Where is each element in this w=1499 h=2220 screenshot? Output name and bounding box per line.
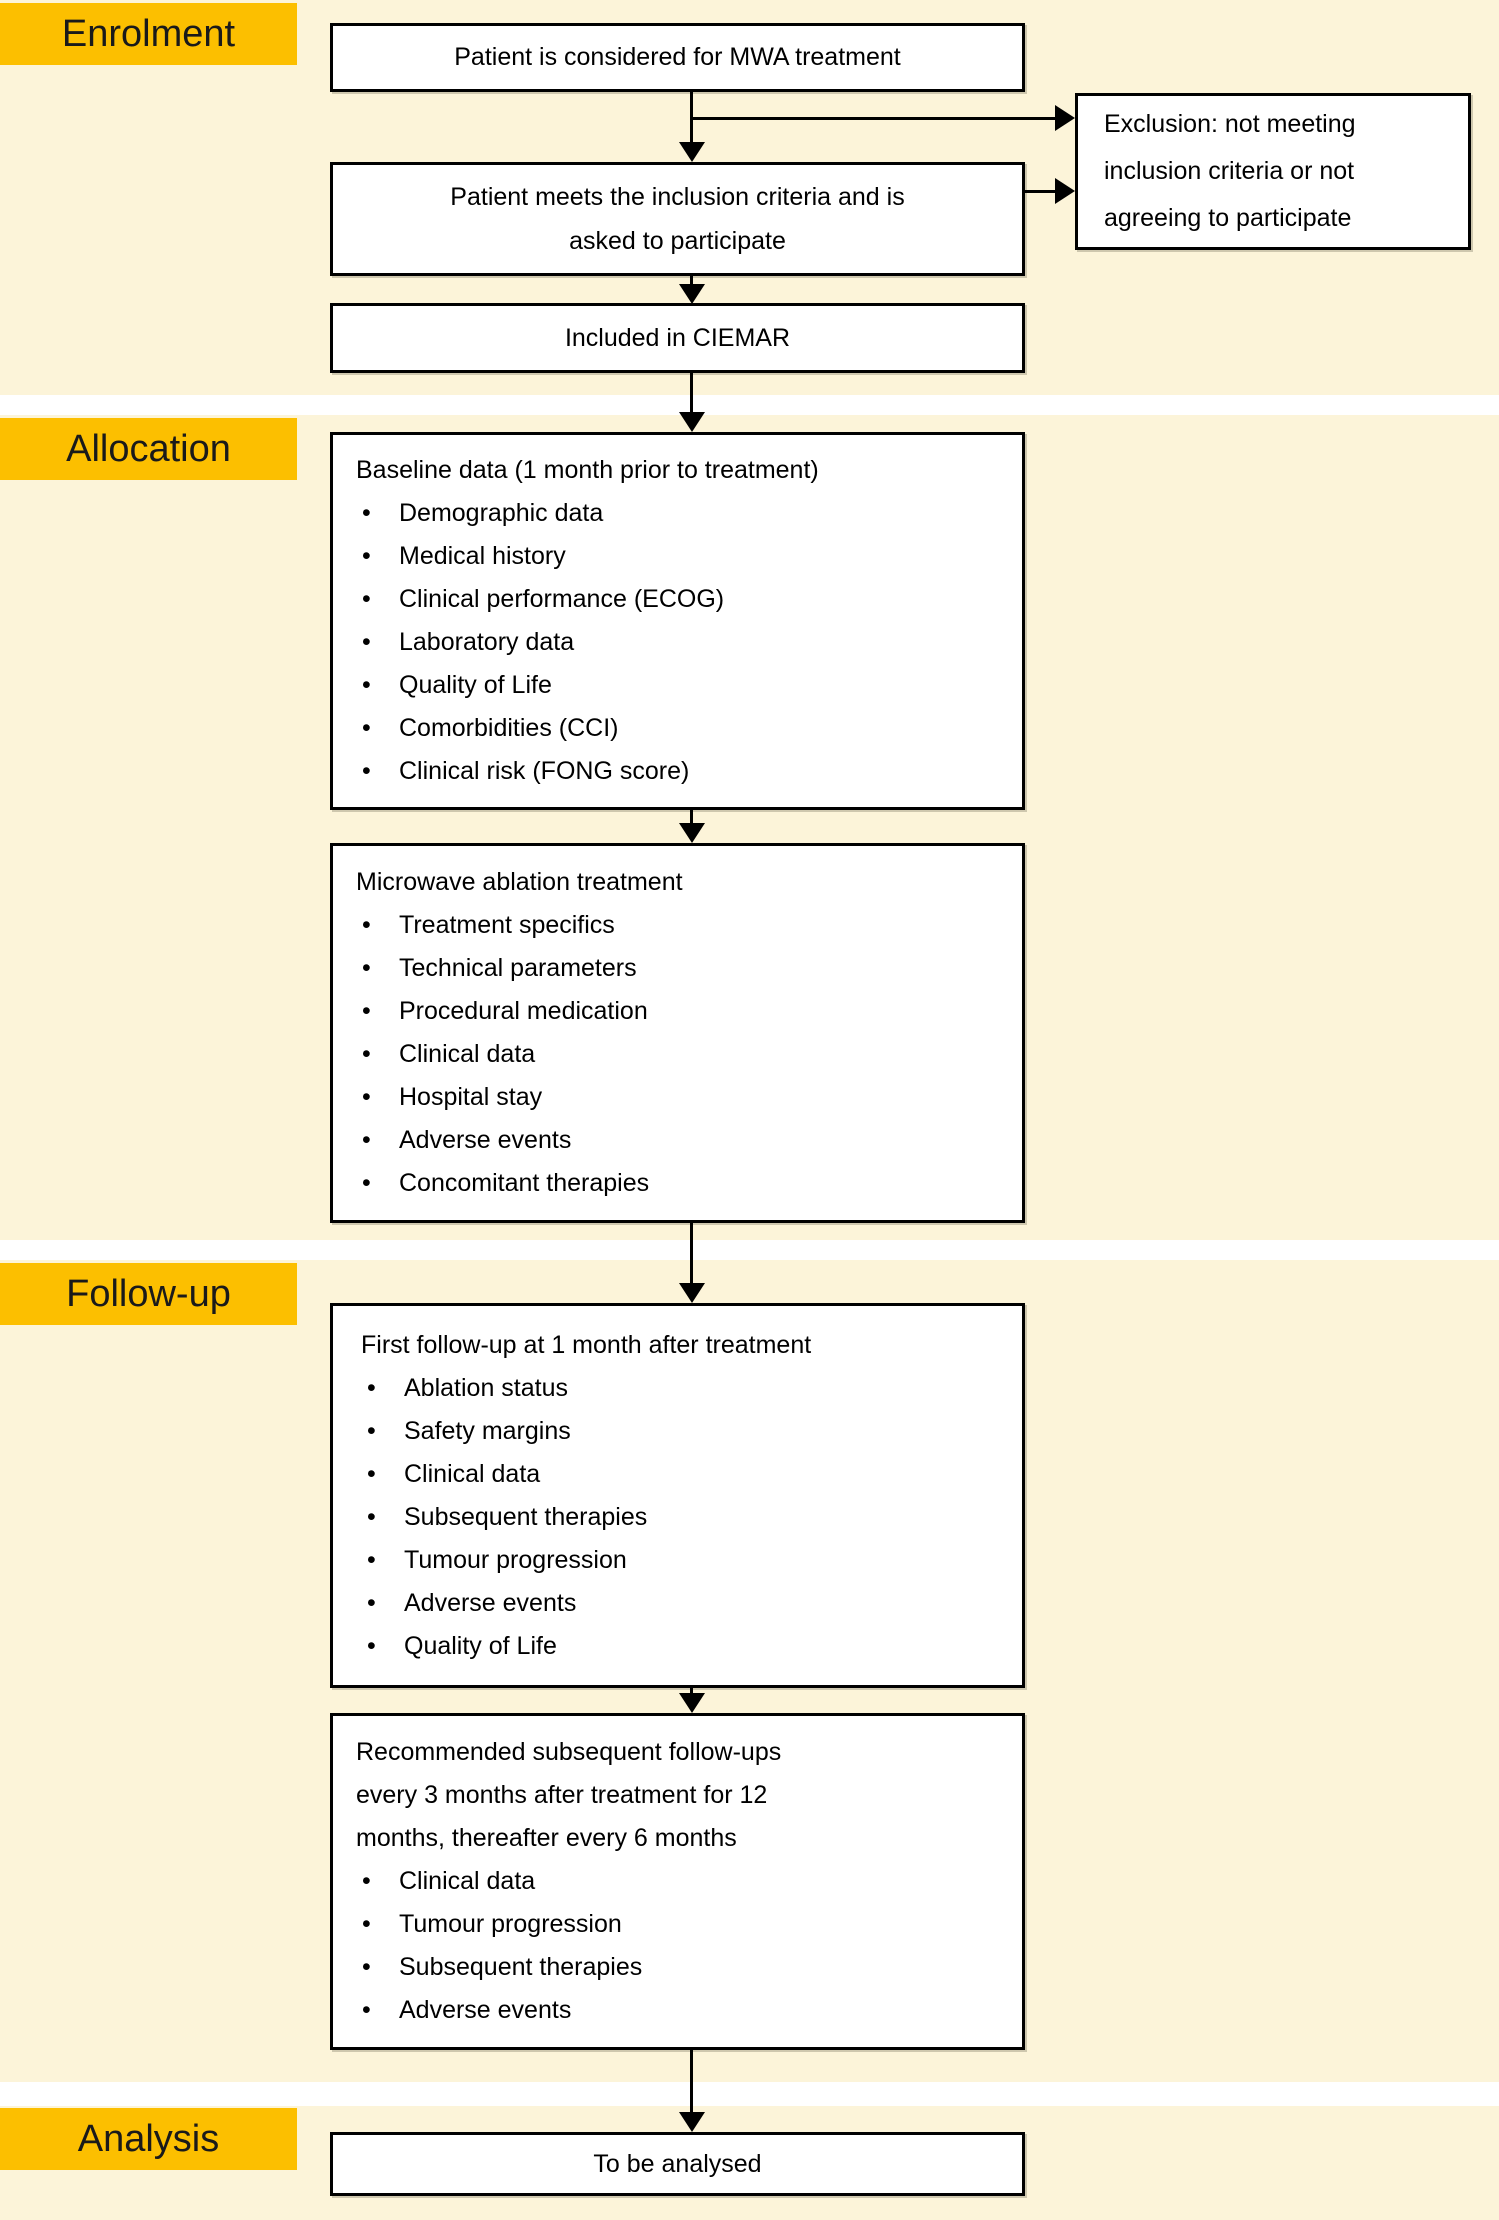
section-label-allocation: Allocation xyxy=(0,418,297,480)
section-label-analysis: Analysis xyxy=(0,2108,297,2170)
bullet-item: Procedural medication xyxy=(362,990,1004,1033)
bullet-item: Ablation status xyxy=(367,1367,1004,1410)
arrow-followup-to-subsequent-head xyxy=(679,1693,705,1713)
arrow-inclusion-to-exclusion-head xyxy=(1055,178,1075,204)
section-label-enrolment: Enrolment xyxy=(0,3,297,65)
bullet-item: Demographic data xyxy=(362,492,1004,535)
bullet-item: Treatment specifics xyxy=(362,904,1004,947)
arrow-followup-to-subsequent-line xyxy=(690,1688,693,1696)
box-patient-considered: Patient is considered for MWA treatment xyxy=(330,23,1025,92)
bullet-item: Quality of Life xyxy=(367,1625,1004,1668)
arrow-inclusion-to-included-head xyxy=(679,284,705,304)
bullet-item: Subsequent therapies xyxy=(367,1496,1004,1539)
box-subsequent-followups: Recommended subsequent follow-ups every … xyxy=(330,1713,1025,2050)
arrow-treatment-to-followup-line xyxy=(690,1223,693,1285)
bullet-item: Comorbidities (CCI) xyxy=(362,707,1004,750)
bullet-item: Clinical performance (ECOG) xyxy=(362,578,1004,621)
box-included-ciemar: Included in CIEMAR xyxy=(330,303,1025,373)
bullet-item: Adverse events xyxy=(362,1989,1004,2032)
arrow-included-to-baseline-head xyxy=(679,412,705,432)
bullet-item: Safety margins xyxy=(367,1410,1004,1453)
arrow-subsequent-to-analysis-head xyxy=(679,2112,705,2132)
bullet-item: Adverse events xyxy=(362,1119,1004,1162)
bullet-item: Clinical data xyxy=(367,1453,1004,1496)
bullet-item: Concomitant therapies xyxy=(362,1162,1004,1205)
box-exclusion: Exclusion: not meeting inclusion criteri… xyxy=(1075,93,1471,250)
arrow-inclusion-to-exclusion-line xyxy=(1025,190,1057,193)
bullet-item: Adverse events xyxy=(367,1582,1004,1625)
bullet-item: Medical history xyxy=(362,535,1004,578)
bullet-item: Technical parameters xyxy=(362,947,1004,990)
bullet-list: Clinical data Tumour progression Subsequ… xyxy=(356,1860,1004,2032)
bullet-item: Tumour progression xyxy=(362,1903,1004,1946)
box-title: Microwave ablation treatment xyxy=(356,868,683,896)
arrow-treatment-to-followup-head xyxy=(679,1283,705,1303)
arrow-branch-to-exclusion-head xyxy=(1055,105,1075,131)
box-title: Baseline data (1 month prior to treatmen… xyxy=(356,456,819,484)
bullet-item: Clinical data xyxy=(362,1033,1004,1076)
box-to-be-analysed: To be analysed xyxy=(330,2132,1025,2196)
bullet-item: Subsequent therapies xyxy=(362,1946,1004,1989)
bullet-list: Ablation status Safety margins Clinical … xyxy=(361,1367,1004,1668)
arrow-considered-to-inclusion-line xyxy=(690,92,693,144)
arrow-included-to-baseline-line xyxy=(690,373,693,414)
arrow-considered-to-inclusion-head xyxy=(679,142,705,162)
section-label-followup: Follow-up xyxy=(0,1263,297,1325)
bullet-list: Demographic data Medical history Clinica… xyxy=(356,492,1004,793)
bullet-item: Hospital stay xyxy=(362,1076,1004,1119)
bullet-item: Laboratory data xyxy=(362,621,1004,664)
box-title: First follow-up at 1 month after treatme… xyxy=(361,1330,812,1359)
bullet-item: Clinical risk (FONG score) xyxy=(362,750,1004,793)
arrow-branch-to-exclusion-line xyxy=(692,117,1057,120)
box-inclusion-criteria: Patient meets the inclusion criteria and… xyxy=(330,162,1025,276)
bullet-item: Quality of Life xyxy=(362,664,1004,707)
bullet-item: Clinical data xyxy=(362,1860,1004,1903)
box-baseline-data: Baseline data (1 month prior to treatmen… xyxy=(330,432,1025,810)
arrow-subsequent-to-analysis-line xyxy=(690,2050,693,2114)
arrow-baseline-to-treatment-head xyxy=(679,823,705,843)
box-first-followup: First follow-up at 1 month after treatme… xyxy=(330,1303,1025,1688)
box-title: Recommended subsequent follow-ups every … xyxy=(356,1738,782,1852)
bullet-item: Tumour progression xyxy=(367,1539,1004,1582)
arrow-baseline-to-treatment-line xyxy=(690,810,693,825)
box-mwa-treatment: Microwave ablation treatment Treatment s… xyxy=(330,843,1025,1223)
arrow-inclusion-to-included-line xyxy=(690,276,693,286)
bullet-list: Treatment specifics Technical parameters… xyxy=(356,904,1004,1205)
